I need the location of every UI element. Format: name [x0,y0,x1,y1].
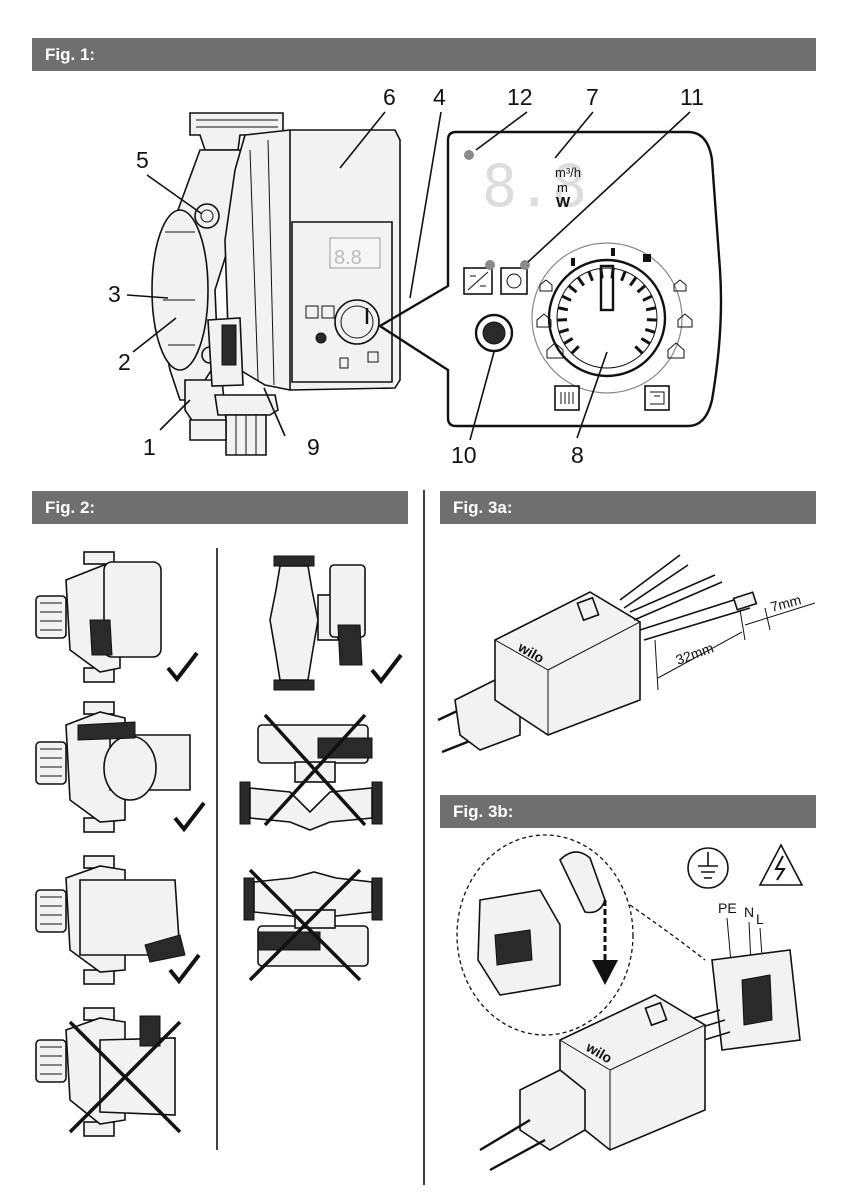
dial-tick [640,337,651,345]
dial-tick [587,270,594,282]
dial-tick [629,276,638,287]
callout-4: 4 [433,84,446,110]
fig3b-title: Fig. 3b: [453,802,514,821]
fig1-leaders [126,111,691,441]
dial-tick [645,306,657,312]
fig3a-title: Fig. 3a: [453,498,513,517]
callout-5: 5 [136,147,149,173]
fig1-callout-labels: 1 2 3 4 5 6 7 8 9 10 11 12 [108,84,704,468]
display-unit-head: m [557,180,568,195]
terminal-l: L [756,911,764,927]
callout-10: 10 [451,442,477,468]
dim-7mm: 7mm [769,591,803,615]
dial-tick [642,294,653,302]
terminal-pe: PE [718,900,737,916]
callout-12: 12 [507,84,533,110]
callout-9: 9 [307,434,320,460]
dial-tick [570,345,580,355]
cross-mark-f [263,713,367,827]
check-mark-b [173,801,206,833]
dial-tick [636,284,647,294]
dial-tick [558,327,570,334]
dial-tick [561,294,572,302]
fig1-title: Fig. 1: [45,45,96,64]
fig2-pump-g [243,871,383,967]
fig2-title: Fig. 2: [45,498,96,517]
fig2-pump-a [35,551,162,683]
display-value: 8.8 [482,152,587,220]
dial-tick [557,306,569,312]
dial-tick [644,327,656,334]
fig2-pump-f [239,724,383,831]
dial-tick [620,270,627,282]
dial-tick [563,337,574,345]
callout-8: 8 [571,442,584,468]
fig2-header: Fig. 2: [32,491,408,524]
check-mark-c [168,953,201,985]
dial-tick [567,284,578,294]
fig1-pump-illustration: 8.8 [151,112,401,456]
svg-text:8.8: 8.8 [334,247,362,269]
callout-2: 2 [118,349,131,375]
cross-mark-d [68,1020,182,1134]
fig2-pump-c [35,855,186,985]
dial-tick [576,276,585,287]
display-unit-flow: m³/h [555,165,581,180]
check-mark-e [370,653,403,685]
fig3a-connector: wilo 32mm 7mm [437,554,816,754]
fig1-control-panel: 8.8 m³/h m W [377,130,723,428]
dial-ticks [556,268,658,355]
callout-11: 11 [680,84,704,110]
fig1-header: Fig. 1: [32,38,816,71]
fig3b-header: Fig. 3b: [440,795,816,828]
display-unit-power: W [556,194,571,211]
fig2-pump-d [35,1007,176,1137]
callout-7: 7 [586,84,599,110]
check-mark-a [166,651,199,683]
fig2-pump-e [269,555,366,691]
dim-32mm: 32mm [674,639,716,667]
callout-3: 3 [108,281,121,307]
fig3b-connector: PE N L wilo [456,834,804,1172]
fig3a-header: Fig. 3a: [440,491,816,524]
callout-6: 6 [383,84,396,110]
dial-tick [634,345,644,355]
callout-1: 1 [143,434,156,460]
terminal-n: N [744,904,754,920]
cross-mark-g [248,868,362,982]
fig2-marks [68,651,403,1134]
fig2-pump-b [35,701,191,833]
